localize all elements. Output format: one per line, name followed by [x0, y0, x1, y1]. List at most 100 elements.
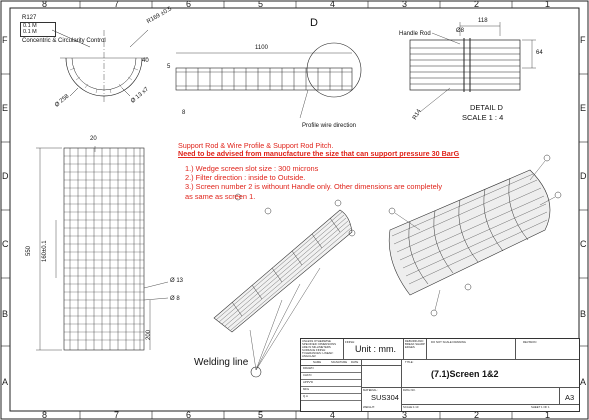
- zone-bottom-1: 1: [545, 410, 551, 420]
- zone-right-C: C: [580, 239, 587, 249]
- tolerance-frame: 0.1 M 0.1 M: [20, 22, 56, 37]
- tb-size: A3: [565, 393, 575, 402]
- title-block: UNLESS OTHERWISE SPECIFIED: DIMENSIONS A…: [300, 338, 580, 412]
- tb-deburr-cell: DEBURR AND BREAK SHARP EDGES: [403, 339, 427, 359]
- radius-label: R127: [22, 15, 37, 21]
- tb-chkd: CHK'D: [303, 373, 312, 377]
- zone-left-B: B: [2, 309, 9, 319]
- iso-view-left: [213, 193, 356, 378]
- dim-8: 8: [182, 110, 186, 116]
- tb-drawing-title: (7.1)Screen 1&2: [431, 369, 499, 379]
- zone-top-5: 5: [258, 0, 264, 9]
- tb-qa: Q.A: [303, 394, 308, 398]
- tb-divider: [401, 387, 579, 388]
- tb-date: DATE: [351, 360, 359, 364]
- note-item-1: 1.) Wedge screen slot size : 300 microns: [185, 164, 319, 173]
- note-item-3: 3.) Screen number 2 is withount Handle o…: [185, 182, 443, 192]
- dim-5: 5: [167, 64, 171, 70]
- detail-view: [409, 22, 536, 113]
- zone-bottom-5: 5: [258, 410, 264, 420]
- tb-material-label: MATERIAL:: [363, 388, 378, 392]
- dim-550: 550: [26, 245, 32, 256]
- tb-divider: [361, 387, 401, 388]
- concentric-caption: Concentric & Circularity Control: [22, 38, 106, 44]
- zone-top-7: 7: [114, 0, 120, 9]
- detail-title: DETAIL D: [470, 103, 503, 112]
- front-view: [36, 146, 169, 351]
- tb-divider: [559, 387, 560, 404]
- zone-right-B: B: [580, 309, 587, 319]
- tb-divider: [301, 386, 361, 387]
- side-view: [175, 42, 362, 119]
- tb-material: SUS304: [371, 393, 399, 402]
- zone-bottom-3: 3: [402, 410, 408, 420]
- iso-view-right: [388, 154, 562, 317]
- zone-top-3: 3: [402, 0, 408, 9]
- tb-deburr: DEBURR AND BREAK SHARP EDGES: [405, 339, 425, 349]
- note-item-4: as same as screen 1.: [185, 191, 256, 201]
- dim-200: 200: [146, 329, 152, 340]
- zone-left-E: E: [2, 103, 9, 113]
- tb-mfg: MFG: [303, 387, 310, 391]
- tb-divider: [301, 393, 361, 394]
- zone-left-A: A: [2, 377, 9, 387]
- zone-bottom-4: 4: [330, 410, 336, 420]
- tb-divider: [301, 400, 361, 401]
- tb-divider: [301, 359, 579, 360]
- zone-left-F: F: [2, 35, 8, 45]
- length-1100: 1100: [255, 45, 268, 51]
- tb-divider: [301, 379, 361, 380]
- zone-top-1: 1: [545, 0, 551, 9]
- tb-name: NAME: [313, 360, 322, 364]
- tb-divider: [401, 359, 402, 411]
- zone-left-C: C: [2, 239, 9, 249]
- zone-bottom-8: 8: [42, 410, 48, 420]
- section-view: [51, 29, 149, 104]
- zone-top-4: 4: [330, 0, 336, 9]
- handle-rod-label: Handle Rod: [399, 31, 431, 37]
- tb-divider: [401, 404, 579, 405]
- detail-dia-8: Ø8: [456, 28, 465, 34]
- zone-top-8: 8: [42, 0, 48, 9]
- dim-20: 20: [90, 136, 97, 142]
- tb-divider: [301, 365, 401, 366]
- tb-weight: WEIGHT:: [363, 405, 375, 409]
- dim-64: 64: [536, 50, 543, 56]
- notes-list: 1.) Wedge screen slot size : 300 microns…: [185, 164, 443, 201]
- tb-title-label: TITLE:: [405, 360, 414, 364]
- note-pressure: Need to be advised from manucfacture the…: [178, 149, 460, 158]
- zone-left-D: D: [2, 171, 9, 181]
- tb-divider: [515, 339, 516, 359]
- tb-signature: SIGNATURE: [331, 360, 348, 364]
- zone-bottom-6: 6: [186, 410, 192, 420]
- note-item-2: 2.) Filter direction : inside to Outside…: [185, 173, 306, 183]
- zone-bottom-2: 2: [474, 410, 480, 420]
- zone-right-D: D: [580, 171, 587, 181]
- dim-40: 40: [142, 58, 149, 64]
- zone-right-F: F: [580, 35, 586, 45]
- tb-notes: UNLESS OTHERWISE SPECIFIED: DIMENSIONS A…: [302, 339, 337, 358]
- tb-finish: FINISH:: [345, 340, 355, 344]
- tb-sheet: SHEET 1 OF 1: [531, 405, 550, 409]
- zone-top-2: 2: [474, 0, 480, 9]
- zone-right-E: E: [580, 103, 587, 113]
- zone-right-A: A: [580, 377, 587, 387]
- tolerance-1: 0.1 M: [23, 22, 37, 29]
- dim-160: 160±0.1: [42, 240, 48, 262]
- tb-divider: [301, 372, 361, 373]
- tb-divider: [361, 359, 362, 411]
- tb-scale: SCALE:1:10: [403, 405, 419, 409]
- front-dia-8: Ø 8: [170, 296, 180, 302]
- tb-notes-cell: UNLESS OTHERWISE SPECIFIED: DIMENSIONS A…: [301, 339, 344, 359]
- tb-revision: REVISION: [523, 340, 537, 344]
- note-support-rod: Support Rod & Wire Profile & Support Rod…: [178, 141, 334, 150]
- zone-bottom-7: 7: [114, 410, 120, 420]
- zone-top-6: 6: [186, 0, 192, 9]
- tolerance-2: 0.1 M: [23, 29, 37, 35]
- front-dia-13: Ø 13: [170, 278, 184, 284]
- profile-wire-direction: Profile wire direction: [302, 123, 357, 129]
- welding-line-label: Welding line: [194, 357, 249, 368]
- tb-do-not-scale: DO NOT SCALE DRAWING: [431, 340, 466, 344]
- tb-dwg-label: DWG NO.: [403, 388, 416, 392]
